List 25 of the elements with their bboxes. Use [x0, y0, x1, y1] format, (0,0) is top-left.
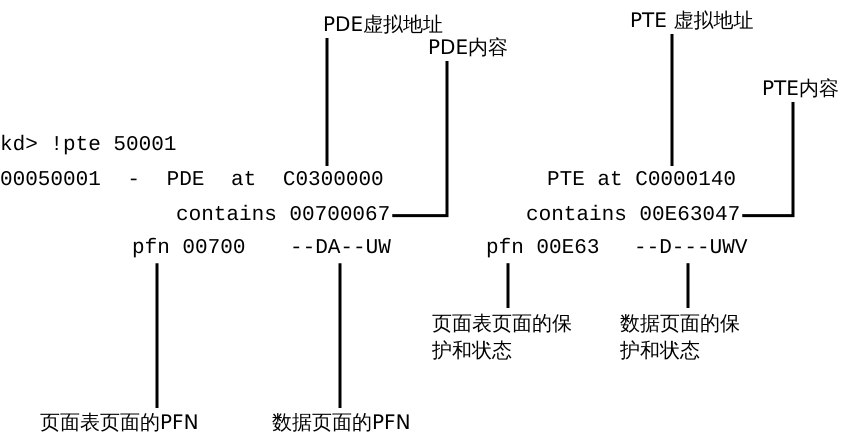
command-output-line: contains 00E63047 [526, 203, 740, 228]
leader-line [506, 263, 510, 308]
annotation-text: 数据页面的保护和状态 [620, 310, 746, 364]
leader-line [742, 102, 794, 218]
annotation-text: PDE内容 [428, 35, 508, 59]
annotation-text: PTE 虚拟地址 [630, 8, 754, 32]
leader-line [338, 263, 342, 408]
annotation-text: PTE内容 [762, 76, 839, 100]
leader-line [326, 38, 328, 166]
command-output-line: 00050001 - PDE at C0300000 [0, 168, 384, 194]
annotation-text: PDE虚拟地址 [323, 12, 444, 36]
command-output-value: pfn 00E63 [486, 236, 600, 262]
leader-line [392, 61, 448, 218]
leader-line [670, 34, 674, 166]
annotation-text: 数据页面的PFN [272, 410, 411, 434]
leader-line [156, 263, 158, 408]
annotation-text: 页面表页面的保护和状态 [432, 310, 582, 364]
command-output-value: --D---UWV [634, 236, 748, 262]
leader-line [686, 263, 690, 308]
command-output-value: pfn 00700 [132, 236, 246, 262]
command-output-value: --DA--UW [290, 236, 391, 262]
command-output-line: contains 00700067 [176, 203, 390, 228]
annotation-text: 页面表页面的PFN [40, 410, 199, 434]
command-output-line: PTE at C0000140 [547, 168, 736, 194]
command-prompt: kd> !pte 50001 [0, 133, 176, 158]
